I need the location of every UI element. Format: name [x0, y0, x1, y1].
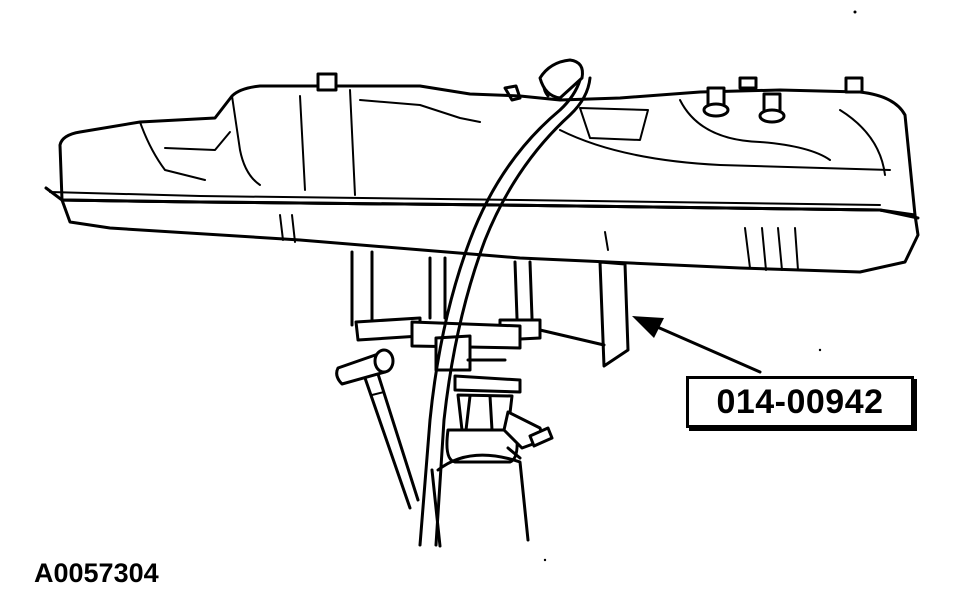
- arrow-head-icon: [632, 316, 664, 338]
- callout-leader: [632, 316, 762, 374]
- tank-fittings: [316, 72, 864, 124]
- fuel-tank: [44, 84, 920, 274]
- tank-strap: [418, 58, 592, 547]
- figure-id-label: A0057304: [34, 558, 159, 588]
- transmission-jack: [430, 393, 554, 548]
- part-number-label: 014-00942: [716, 382, 884, 421]
- jack-adapter-frame: [350, 250, 630, 394]
- part-number-callout: 014-00942: [686, 376, 914, 428]
- scan-specks: [543, 10, 857, 562]
- jack-handle: [335, 348, 420, 510]
